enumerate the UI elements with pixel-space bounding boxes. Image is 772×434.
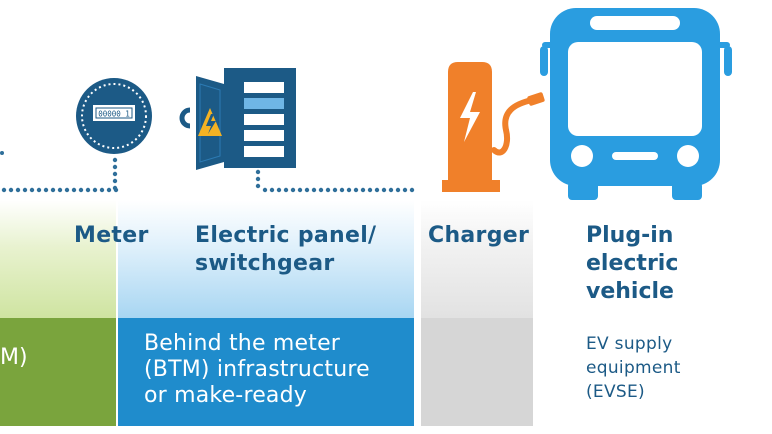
meter-label: Meter xyxy=(74,223,149,248)
charger-icon xyxy=(442,62,545,192)
meter-display: 00000 1 xyxy=(98,110,130,119)
panel-label-line1: Electric panel/ xyxy=(195,223,377,248)
ev-label-line2: electric xyxy=(586,251,679,276)
panel-label-line2: switchgear xyxy=(195,251,335,276)
ev-label-line1: Plug-in xyxy=(586,223,674,248)
utility-column-top xyxy=(0,200,116,318)
ev-label-line3: vehicle xyxy=(586,279,674,304)
meter-icon: 00000 1 xyxy=(76,78,152,154)
evse-label-line1: EV supply xyxy=(586,334,673,354)
electric-panel-icon xyxy=(179,68,296,170)
evse-label-line3: (EVSE) xyxy=(586,382,645,402)
charger-label: Charger xyxy=(428,223,530,248)
charger-column-band xyxy=(421,318,533,426)
utility-band-label: M) xyxy=(0,345,28,370)
btm-label-line1: Behind the meter xyxy=(144,331,341,356)
btm-label-line2: (BTM) infrastructure xyxy=(144,357,370,382)
btm-label-line3: or make-ready xyxy=(144,383,308,408)
evse-label-line2: equipment xyxy=(586,358,681,378)
charger-column-top xyxy=(421,200,533,318)
bus-icon xyxy=(540,8,732,200)
btm-column-top xyxy=(118,200,414,318)
utility-column-band xyxy=(0,318,116,426)
btm-column-band xyxy=(118,318,414,426)
